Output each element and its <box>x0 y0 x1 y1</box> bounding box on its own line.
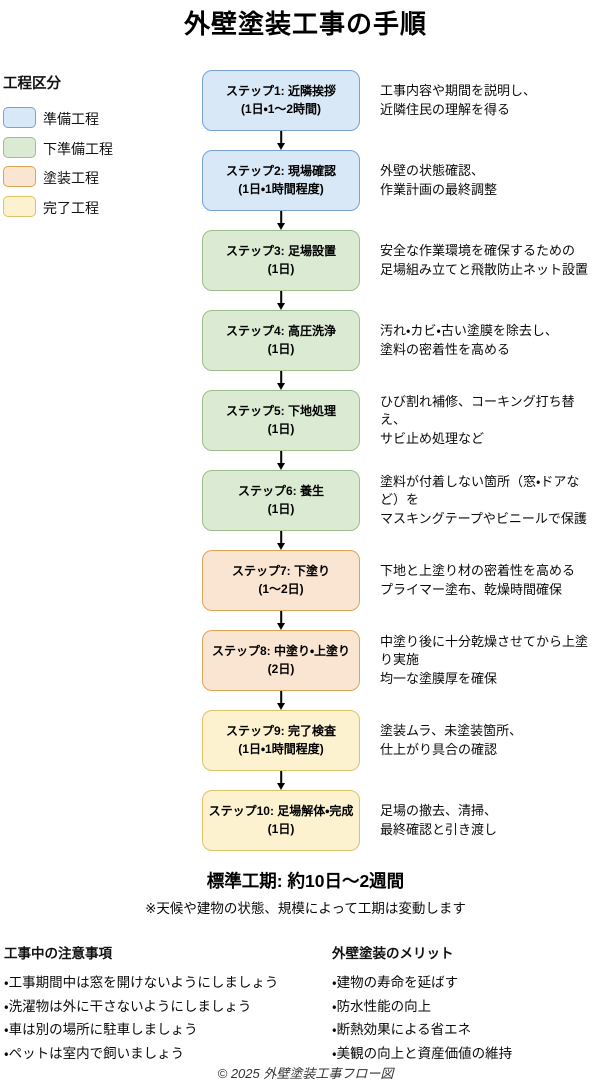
step-duration: (2日) <box>267 661 295 676</box>
page-title: 外壁塗装工事の手順 <box>183 9 427 39</box>
step-duration: (1日) <box>267 821 295 836</box>
cautions-section: 工事中の注意事項 ・工事期間中は窓を開けないようにしましょう ・洗濯物は外に干さ… <box>4 942 278 1065</box>
arrow-down-icon <box>276 211 286 230</box>
step-duration: (1日・1時間程度) <box>238 181 324 196</box>
step-title: ステップ7: 下塗り <box>231 564 330 579</box>
caution-item: ・ペットは室内で飼いましょう <box>4 1045 185 1061</box>
legend-label: 完了工程 <box>43 200 99 216</box>
step-description-3: 安全な作業環境を確保するための 足場組み立てと飛散防止ネット設置 <box>380 243 589 277</box>
legend-swatch-pre-preparation <box>3 137 36 158</box>
step-box-1: ステップ1: 近隣挨拶 (1日・1〜2時間) <box>202 70 360 131</box>
arrow-down-icon <box>276 611 286 630</box>
step-description-1: 工事内容や期間を説明し、 近隣住民の理解を得る <box>380 83 537 117</box>
step-title: ステップ10: 足場解体・完成 <box>208 804 354 819</box>
step-description-4: 汚れ・カビ・古い塗膜を除去し、 塗料の密着性を高める <box>380 323 558 357</box>
step-box-10: ステップ10: 足場解体・完成 (1日) <box>202 790 360 851</box>
step-description-5: ひび割れ補修、コーキング打ち替 え、 サビ止め処理など <box>380 393 575 446</box>
step-duration: (1日) <box>267 501 295 516</box>
arrow-down-icon <box>276 291 286 310</box>
step-duration: (1日) <box>267 261 295 276</box>
legend-swatch-completion <box>3 196 36 217</box>
caution-item: ・工事期間中は窓を開けないようにしましょう <box>4 975 279 990</box>
step-box-6: ステップ6: 養生 (1日) <box>202 470 360 531</box>
step-box-4: ステップ4: 高圧洗浄 (1日) <box>202 310 360 371</box>
step-box-7: ステップ7: 下塗り (1〜2日) <box>202 550 360 611</box>
step-description-6: 塗料が付着しない箇所（窓・ドアな ど）を マスキングテープやビニールで保護 <box>380 473 587 526</box>
step-box-5: ステップ5: 下地処理 (1日) <box>202 390 360 451</box>
step-title: ステップ3: 足場設置 <box>225 244 336 259</box>
benefit-item: ・建物の寿命を延ばす <box>332 975 459 990</box>
benefit-item: ・断熱効果による省エネ <box>332 1022 472 1037</box>
legend-title: 工程区分 <box>3 76 61 92</box>
step-box-9: ステップ9: 完了検査 (1日・1時間程度) <box>202 710 360 771</box>
step-duration: (1日・1〜2時間) <box>240 101 322 116</box>
step-duration: (1日・1時間程度) <box>238 741 324 756</box>
duration-note: ※天候や建物の状態、規模によって工期は変動します <box>145 901 466 916</box>
benefits-section: 外壁塗装のメリット ・建物の寿命を延ばす ・防水性能の向上 ・断熱効果による省エ… <box>332 942 512 1065</box>
step-description-7: 下地と上塗り材の密着性を高める プライマー塗布、乾燥時間確保 <box>380 563 576 597</box>
step-description-2: 外壁の状態確認、 作業計画の最終調整 <box>380 163 498 197</box>
step-title: ステップ9: 完了検査 <box>225 724 336 739</box>
step-box-8: ステップ8: 中塗り・上塗り (2日) <box>202 630 360 691</box>
arrow-down-icon <box>276 451 286 470</box>
benefits-title: 外壁塗装のメリット <box>332 946 454 961</box>
benefit-item: ・美観の向上と資産価値の維持 <box>332 1045 513 1061</box>
step-description-10: 足場の撤去、清掃、 最終確認と引き渡し <box>380 803 498 837</box>
arrow-down-icon <box>276 371 286 390</box>
step-title: ステップ6: 養生 <box>237 484 324 499</box>
benefit-item: ・防水性能の向上 <box>332 998 432 1014</box>
step-duration: (1〜2日) <box>258 581 304 596</box>
step-box-3: ステップ3: 足場設置 (1日) <box>202 230 360 291</box>
step-title: ステップ8: 中塗り・上塗り <box>211 644 351 659</box>
step-title: ステップ2: 現場確認 <box>225 164 336 179</box>
legend-swatch-painting <box>3 166 36 187</box>
legend-swatch-preparation <box>3 107 36 128</box>
step-duration: (1日) <box>267 341 295 356</box>
step-title: ステップ5: 下地処理 <box>225 404 336 419</box>
cautions-title: 工事中の注意事項 <box>4 946 112 961</box>
caution-item: ・洗濯物は外に干さないようにしましょう <box>4 998 252 1014</box>
step-title: ステップ1: 近隣挨拶 <box>225 84 336 99</box>
legend-label: 塗装工程 <box>43 170 99 186</box>
arrow-down-icon <box>276 131 286 150</box>
caution-item: ・車は別の場所に駐車しましょう <box>4 1022 198 1037</box>
copyright-footer: © 2025 外壁塗装工事フロー図 <box>217 1066 394 1081</box>
arrow-down-icon <box>276 531 286 550</box>
step-title: ステップ4: 高圧洗浄 <box>225 324 336 339</box>
step-description-9: 塗装ムラ、未塗装箇所、 仕上がり具合の確認 <box>380 723 523 757</box>
arrow-down-icon <box>276 771 286 790</box>
standard-duration-heading: 標準工期: 約10日〜2週間 <box>206 871 405 891</box>
arrow-down-icon <box>276 691 286 710</box>
legend-label: 下準備工程 <box>43 141 113 157</box>
legend-label: 準備工程 <box>43 111 99 127</box>
step-duration: (1日) <box>267 421 295 436</box>
step-description-8: 中塗り後に十分乾燥させてから上塗 り実施 均一な塗膜厚を確保 <box>380 633 589 686</box>
step-box-2: ステップ2: 現場確認 (1日・1時間程度) <box>202 150 360 211</box>
